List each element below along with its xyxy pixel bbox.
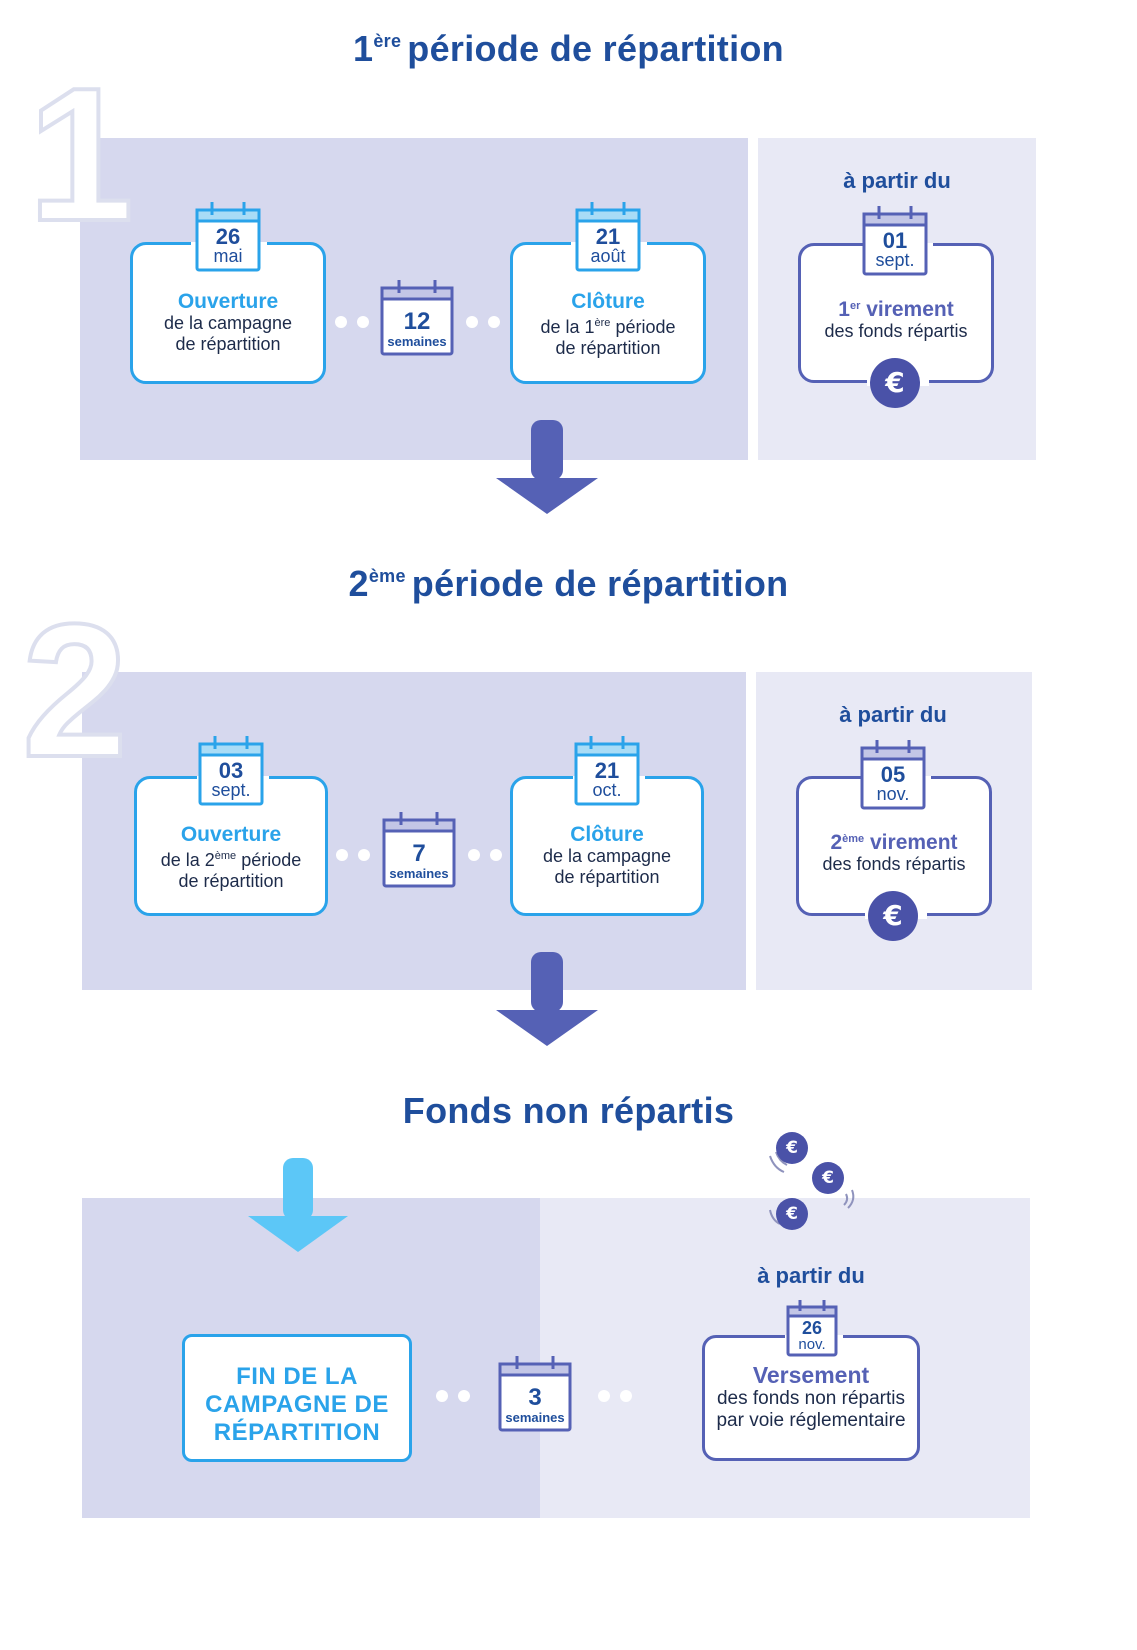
- ticket-perforation: [748, 138, 758, 460]
- euro-coin-icon: €: [868, 891, 918, 941]
- from-label: à partir du: [839, 702, 947, 727]
- period1-opening-card: Ouverture de la campagne de répartition: [130, 242, 326, 384]
- duration-calendar-icon: 7 semaines: [382, 810, 456, 890]
- opening-heading: Ouverture: [177, 290, 279, 313]
- closing-heading: Clôture: [571, 290, 645, 313]
- from-label: à partir du: [757, 1263, 865, 1288]
- duration-calendar-icon: 12 semaines: [380, 278, 454, 358]
- ticket-perforation: [746, 672, 756, 990]
- calendar-icon: 01 sept.: [862, 204, 928, 278]
- euro-coin-icon: €: [870, 358, 920, 408]
- payment-heading: 1er virement: [838, 298, 954, 321]
- unallocated-payment-card: Versement des fonds non répartis par voi…: [702, 1335, 920, 1461]
- arrow-down-icon: [496, 952, 598, 1046]
- arrow-down-icon: [496, 420, 598, 514]
- calendar-icon: 21 oct.: [574, 734, 640, 808]
- period1-big-number: 1: [26, 49, 136, 261]
- opening-heading: Ouverture: [180, 823, 282, 846]
- light-arrow-down-icon: [248, 1158, 348, 1252]
- payment-heading: 2ème virement: [830, 831, 958, 854]
- from-label: à partir du: [843, 168, 951, 193]
- calendar-icon: 26 mai: [195, 200, 261, 274]
- calendar-icon: 21 août: [575, 200, 641, 274]
- unallocated-title: Fonds non répartis: [402, 1090, 735, 1131]
- period2-closing-card: Clôture de la campagne de répartition: [510, 776, 704, 916]
- period2-big-number: 2: [20, 585, 130, 797]
- end-of-campaign-box: FIN DE LA CAMPAGNE DE RÉPARTITION: [182, 1334, 412, 1462]
- closing-heading: Clôture: [570, 823, 644, 846]
- calendar-icon: 03 sept.: [198, 734, 264, 808]
- payment-heading: Versement: [752, 1362, 870, 1388]
- falling-euro-coins-icon: € € €: [766, 1128, 866, 1238]
- calendar-icon: 26 nov.: [786, 1298, 838, 1358]
- calendar-icon: 05 nov.: [860, 738, 926, 812]
- duration-calendar-icon: 3 semaines: [498, 1354, 572, 1434]
